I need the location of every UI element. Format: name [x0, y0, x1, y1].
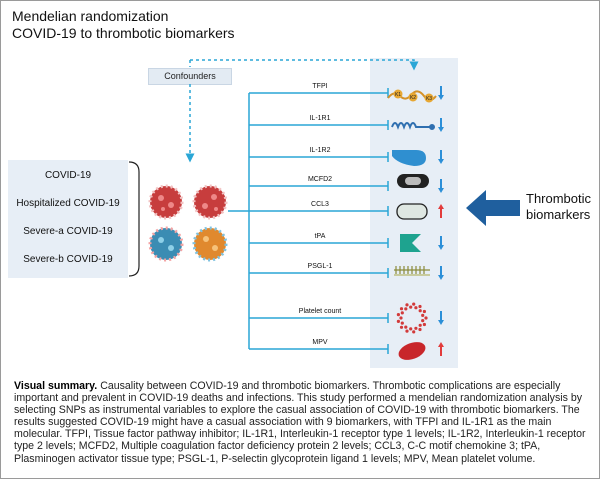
tfpi-domain-k2: K2 — [410, 95, 416, 101]
biomarker-label: TFPI — [312, 83, 327, 90]
biomarker-branch-line — [249, 181, 389, 191]
title-line-1: Mendelian randomization — [12, 8, 169, 24]
biomarker-branch-line — [249, 268, 389, 278]
biomarker-label: MPV — [312, 339, 328, 346]
platelet-dot — [418, 327, 422, 332]
direction-arrows — [438, 86, 444, 356]
biomarker-label: tPA — [315, 233, 326, 240]
summary-body: Causality between COVID-19 and thromboti… — [14, 380, 586, 465]
confounder-dashed-links — [185, 59, 419, 163]
down-arrow-icon — [438, 311, 444, 325]
platelet-dot — [424, 316, 428, 320]
platelet-dot — [418, 309, 422, 313]
thrombotic-pointer-arrow — [466, 190, 520, 226]
exposures-box: COVID-19 Hospitalized COVID-19 Severe-a … — [8, 160, 128, 278]
mcfd2-protein-icon — [397, 174, 429, 188]
up-arrow-icon — [438, 342, 444, 356]
virus-icon — [148, 184, 184, 220]
title-line-2: COVID-19 to thrombotic biomarkers — [12, 25, 235, 41]
biomarker-branch-line — [249, 88, 389, 98]
tpa-enzyme-icon — [400, 234, 421, 252]
biomarker-label: IL-1R2 — [309, 147, 330, 154]
down-arrow-icon — [438, 266, 444, 280]
virus-icon — [148, 226, 184, 262]
tfpi-protein-icon: K1 K2 K3 — [387, 89, 437, 103]
biomarker-branch-line — [249, 238, 389, 248]
down-arrow-icon — [438, 179, 444, 193]
biomarker-branch-line — [249, 313, 389, 323]
up-arrow-icon — [438, 204, 444, 218]
tfpi-domain-k1: K1 — [395, 92, 401, 98]
virus-icon — [192, 226, 228, 262]
platelet-dot — [400, 311, 404, 315]
platelet-dot — [399, 307, 404, 311]
ccl3-chemokine-icon — [396, 203, 428, 220]
down-arrow-icon — [438, 118, 444, 132]
platelet-dot — [409, 327, 413, 331]
thrombotic-biomarkers-label: Thrombotic biomarkers — [526, 191, 591, 223]
platelet-dot — [421, 319, 425, 323]
exposure-label: Severe-b COVID-19 — [23, 254, 113, 265]
biomarker-label: PSGL-1 — [308, 263, 333, 270]
platelet-count-icon — [396, 302, 428, 334]
visual-summary: Visual summary. Causality between COVID-… — [14, 380, 592, 465]
biomarker-label: Platelet count — [299, 308, 341, 315]
summary-heading: Visual summary. — [14, 380, 98, 392]
biomarker-label: IL-1R1 — [309, 115, 330, 122]
exposure-label: Severe-a COVID-19 — [23, 226, 113, 237]
platelet-dot — [404, 325, 408, 329]
figure-title: Mendelian randomization COVID-19 to thro… — [12, 8, 235, 42]
down-arrow-icon — [438, 86, 444, 100]
exposure-label: Hospitalized COVID-19 — [16, 198, 120, 209]
biomarker-branch-line — [249, 152, 389, 162]
virus-icon — [192, 184, 228, 220]
tfpi-domain-k3: K3 — [426, 96, 432, 102]
mpv-platelet-icon — [398, 342, 426, 360]
biomarker-branch-line — [249, 344, 389, 354]
il1r2-receptor-icon — [392, 150, 426, 166]
platelet-dot — [412, 330, 416, 334]
platelet-dot — [412, 302, 416, 306]
biomarker-branches — [248, 88, 389, 354]
thrombotic-label-line-1: Thrombotic — [526, 191, 592, 206]
platelet-dot — [414, 326, 418, 330]
biomarker-branch-line — [249, 120, 389, 130]
platelet-dot — [399, 325, 404, 329]
biomarker-label: CCL3 — [311, 201, 329, 208]
platelet-dot — [418, 323, 422, 327]
platelet-dot — [421, 313, 425, 317]
platelet-dot — [418, 304, 422, 309]
platelet-dot — [414, 306, 418, 310]
exposure-bracket — [128, 161, 140, 277]
il1r1-receptor-icon — [391, 122, 435, 130]
platelet-dot — [422, 309, 426, 314]
platelet-dot — [399, 316, 403, 320]
platelet-dot — [400, 321, 404, 325]
platelet-dot — [405, 303, 409, 307]
platelet-dot — [396, 319, 400, 323]
down-arrow-icon — [438, 150, 444, 164]
psgl1-glycoprotein-icon — [394, 266, 430, 276]
exposure-label: COVID-19 — [44, 170, 92, 181]
platelet-dot — [405, 329, 409, 333]
platelet-dot — [396, 313, 400, 317]
biomarker-branch-line — [249, 206, 389, 216]
biomarker-label: MCFD2 — [308, 176, 332, 183]
platelet-dot — [409, 305, 413, 309]
platelet-dot — [404, 307, 408, 311]
down-arrow-icon — [438, 236, 444, 250]
thrombotic-label-line-2: biomarkers — [526, 207, 591, 222]
platelet-dot — [422, 322, 426, 327]
